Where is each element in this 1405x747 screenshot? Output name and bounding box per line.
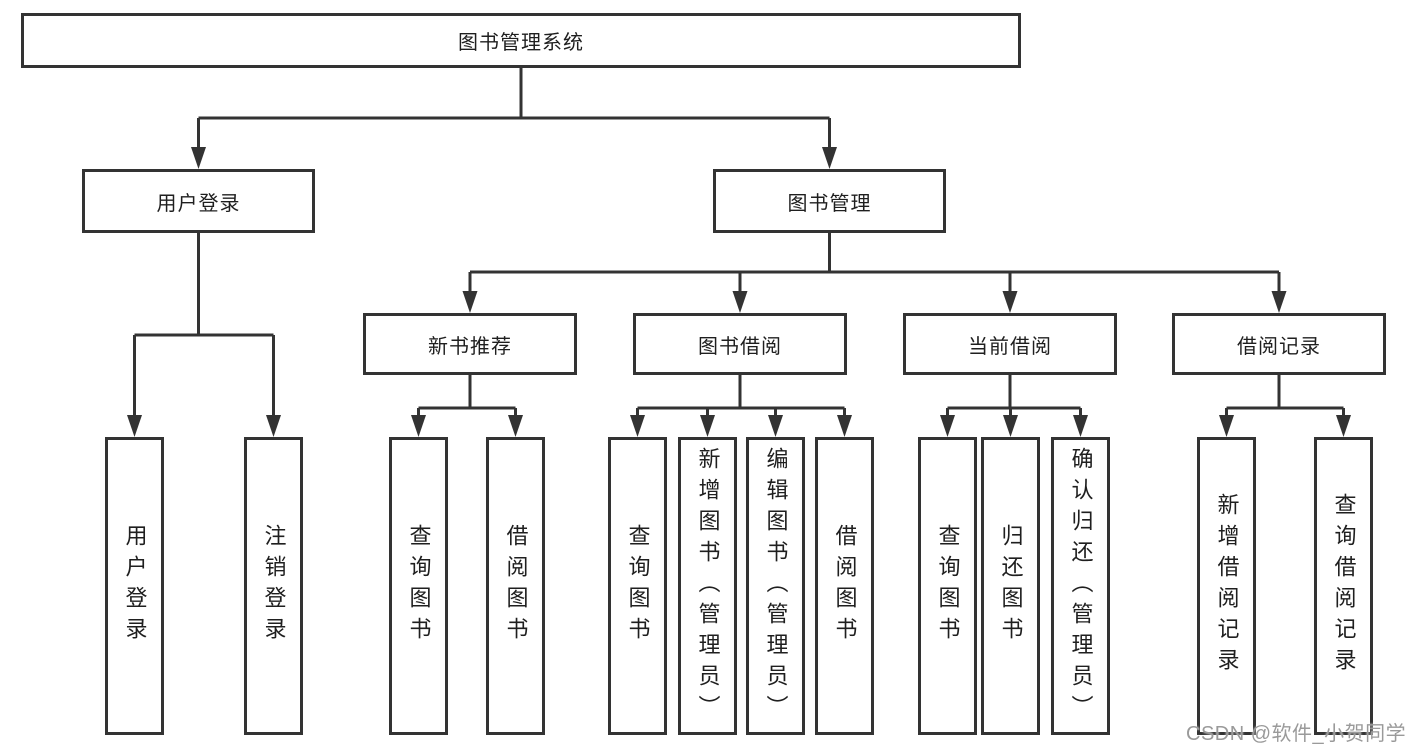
node-leaf-user-login: 用户登录 <box>105 437 164 735</box>
node-leaf-query-books-current: 查询图书 <box>918 437 977 735</box>
node-new-book-recommendation: 新书推荐 <box>363 313 577 375</box>
node-leaf-query-books-borrowing: 查询图书 <box>608 437 667 735</box>
node-leaf-query-borrow-record: 查询借阅记录 <box>1314 437 1373 735</box>
node-leaf-add-books-admin: 新增图书（管理员） <box>678 437 737 735</box>
node-borrowing-records: 借阅记录 <box>1172 313 1386 375</box>
csdn-watermark: CSDN @软件_小贺同学 <box>1186 723 1405 745</box>
node-current-borrowing: 当前借阅 <box>903 313 1117 375</box>
node-leaf-query-books-recommend: 查询图书 <box>389 437 448 735</box>
node-user-login: 用户登录 <box>82 169 315 233</box>
node-leaf-borrow-books-recommend: 借阅图书 <box>486 437 545 735</box>
arrowheads <box>127 147 1351 437</box>
node-leaf-confirm-return-admin: 确认归还（管理员） <box>1051 437 1110 735</box>
node-library-management-system: 图书管理系统 <box>21 13 1021 68</box>
node-leaf-borrow-books: 借阅图书 <box>815 437 874 735</box>
node-leaf-return-books: 归还图书 <box>981 437 1040 735</box>
node-leaf-logout: 注销登录 <box>244 437 303 735</box>
node-book-borrowing: 图书借阅 <box>633 313 847 375</box>
node-leaf-add-borrow-record: 新增借阅记录 <box>1197 437 1256 735</box>
node-book-management: 图书管理 <box>713 169 946 233</box>
node-leaf-edit-books-admin: 编辑图书（管理员） <box>746 437 805 735</box>
